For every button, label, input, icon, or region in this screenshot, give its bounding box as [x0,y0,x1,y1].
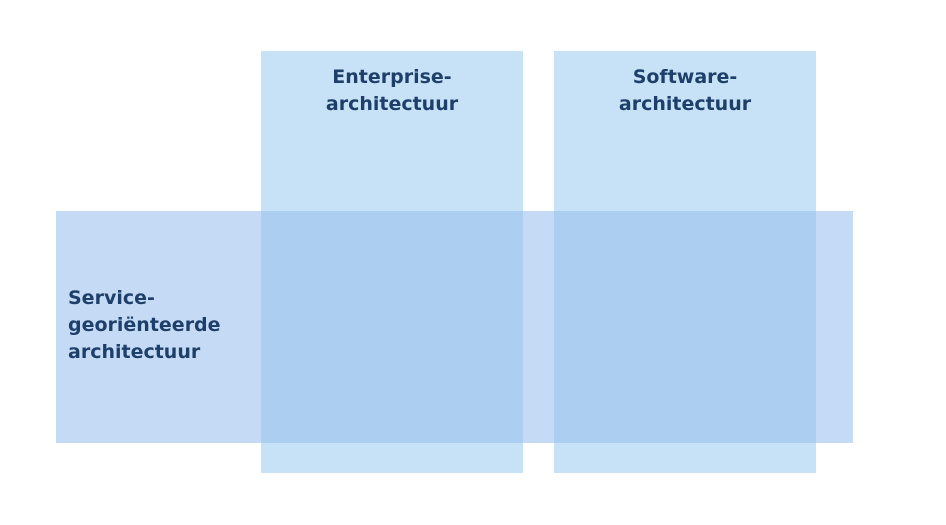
service-oriented-architecture-label: Service- georiënteerde architectuur [68,287,221,363]
software-architecture-label: Software- architectuur [618,66,752,115]
service-oriented-architecture-row [56,211,853,443]
enterprise-architecture-label: Enterprise- architectuur [325,66,459,115]
